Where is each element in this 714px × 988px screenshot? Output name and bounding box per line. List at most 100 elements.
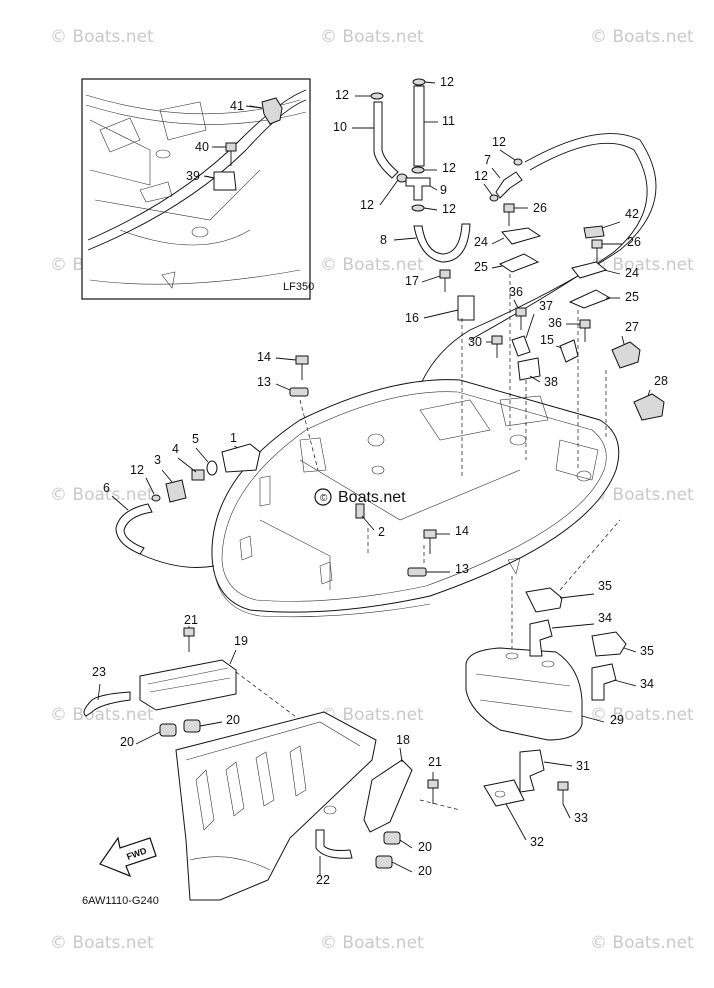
callout-leader-14: [275, 357, 297, 361]
callout-leader-25: [491, 265, 503, 269]
callout-8: 8: [380, 233, 387, 247]
callout-leader-36: [513, 299, 519, 309]
lower-case: [83, 627, 439, 901]
callout-leader-29: [581, 715, 605, 723]
watermark-text: © Boats.net: [590, 933, 694, 953]
callout-33: 33: [574, 811, 588, 825]
callout-14: 14: [257, 350, 271, 364]
callout-20: 20: [226, 713, 240, 727]
callout-leader-39: [203, 175, 215, 179]
callout-35: 35: [640, 644, 654, 658]
callout-37: 37: [539, 299, 553, 313]
callout-7: 7: [484, 153, 491, 167]
center-watermark-text: Boats.net: [338, 489, 406, 506]
callout-28: 28: [654, 374, 668, 388]
callout-9: 9: [440, 183, 447, 197]
callout-4: 4: [172, 442, 179, 456]
callout-leader-5: [195, 447, 209, 463]
callout-leader-42: [601, 221, 621, 229]
inset-panel: LF350: [81, 78, 314, 300]
callout-leader-20: [199, 721, 223, 727]
callout-leader-12: [483, 183, 493, 196]
callout-27: 27: [625, 320, 639, 334]
callout-17: 17: [405, 274, 419, 288]
callout-6: 6: [103, 481, 110, 495]
watermark-text: © Boats.net: [50, 933, 154, 953]
callout-leader-12: [424, 81, 436, 84]
hose-assembly: [370, 78, 665, 421]
callout-leader-24: [491, 237, 505, 245]
callout-leader-2: [361, 515, 375, 531]
callout-29: 29: [610, 713, 624, 727]
callout-leader-7: [491, 167, 501, 179]
fwd-arrow-icon: FWD: [99, 836, 157, 878]
watermark-text: © Boats.net: [320, 705, 424, 725]
callout-leader-13: [275, 383, 291, 391]
callout-34: 34: [598, 611, 612, 625]
callout-leader-12: [423, 207, 438, 211]
callout-30: 30: [468, 335, 482, 349]
callout-leader-19: [229, 649, 237, 665]
callout-12: 12: [492, 135, 506, 149]
callout-leader-1: [233, 445, 239, 449]
callout-leader-32: [505, 803, 527, 841]
callout-leader-38: [529, 375, 541, 383]
svg-text:©: ©: [320, 493, 328, 504]
callout-leader-35: [559, 593, 595, 599]
callout-15: 15: [540, 333, 554, 347]
callout-12: 12: [442, 161, 456, 175]
callout-leader-15: [555, 345, 563, 349]
callout-leader-33: [562, 803, 571, 819]
callout-leader-18: [399, 747, 403, 763]
callout-leader-3: [161, 469, 173, 483]
callout-24: 24: [625, 266, 639, 280]
assembly-leaders: [235, 274, 621, 811]
callout-5: 5: [192, 432, 199, 446]
callout-20: 20: [120, 735, 134, 749]
callout-34: 34: [640, 677, 654, 691]
callout-leader-20: [391, 861, 413, 873]
callout-36: 36: [548, 316, 562, 330]
callout-leader-16: [423, 309, 459, 319]
callout-leader-35: [623, 647, 637, 653]
callout-22: 22: [316, 873, 330, 887]
watermark-text: © Boats.net: [590, 705, 694, 725]
callout-13: 13: [455, 562, 469, 576]
callout-leader-28: [647, 389, 651, 397]
callout-11: 11: [442, 114, 455, 128]
callout-leader-41: [245, 105, 263, 109]
callout-leader-34: [613, 679, 637, 687]
callout-leader-37: [525, 313, 535, 339]
inset-code-label: LF350: [283, 281, 314, 293]
center-watermark: © Boats.net: [314, 488, 406, 506]
callout-leader-8: [393, 237, 417, 241]
callout-12: 12: [442, 202, 456, 216]
callout-31: 31: [576, 759, 590, 773]
callout-10: 10: [333, 120, 347, 134]
watermark-text: © Boats.net: [50, 705, 154, 725]
callout-12: 12: [335, 88, 349, 102]
callout-18: 18: [396, 733, 410, 747]
callout-leader-27: [621, 335, 625, 345]
callout-leader-12: [145, 477, 155, 495]
callout-leader-12: [499, 149, 516, 161]
callout-leader-17: [421, 275, 441, 283]
watermark-text: © Boats.net: [590, 27, 694, 47]
callout-21: 21: [428, 755, 442, 769]
callout-25: 25: [474, 260, 488, 274]
callout-24: 24: [474, 235, 488, 249]
callout-leader-20: [399, 839, 413, 849]
callout-13: 13: [257, 375, 271, 389]
callout-40: 40: [195, 140, 209, 154]
callout-36: 36: [509, 285, 523, 299]
callout-12: 12: [360, 198, 374, 212]
callout-23: 23: [92, 665, 106, 679]
callout-leader-12: [379, 179, 399, 206]
callout-26: 26: [627, 235, 641, 249]
callout-12: 12: [440, 75, 454, 89]
silencer-assembly: [465, 587, 627, 807]
callout-3: 3: [154, 453, 161, 467]
callout-32: 32: [530, 835, 544, 849]
